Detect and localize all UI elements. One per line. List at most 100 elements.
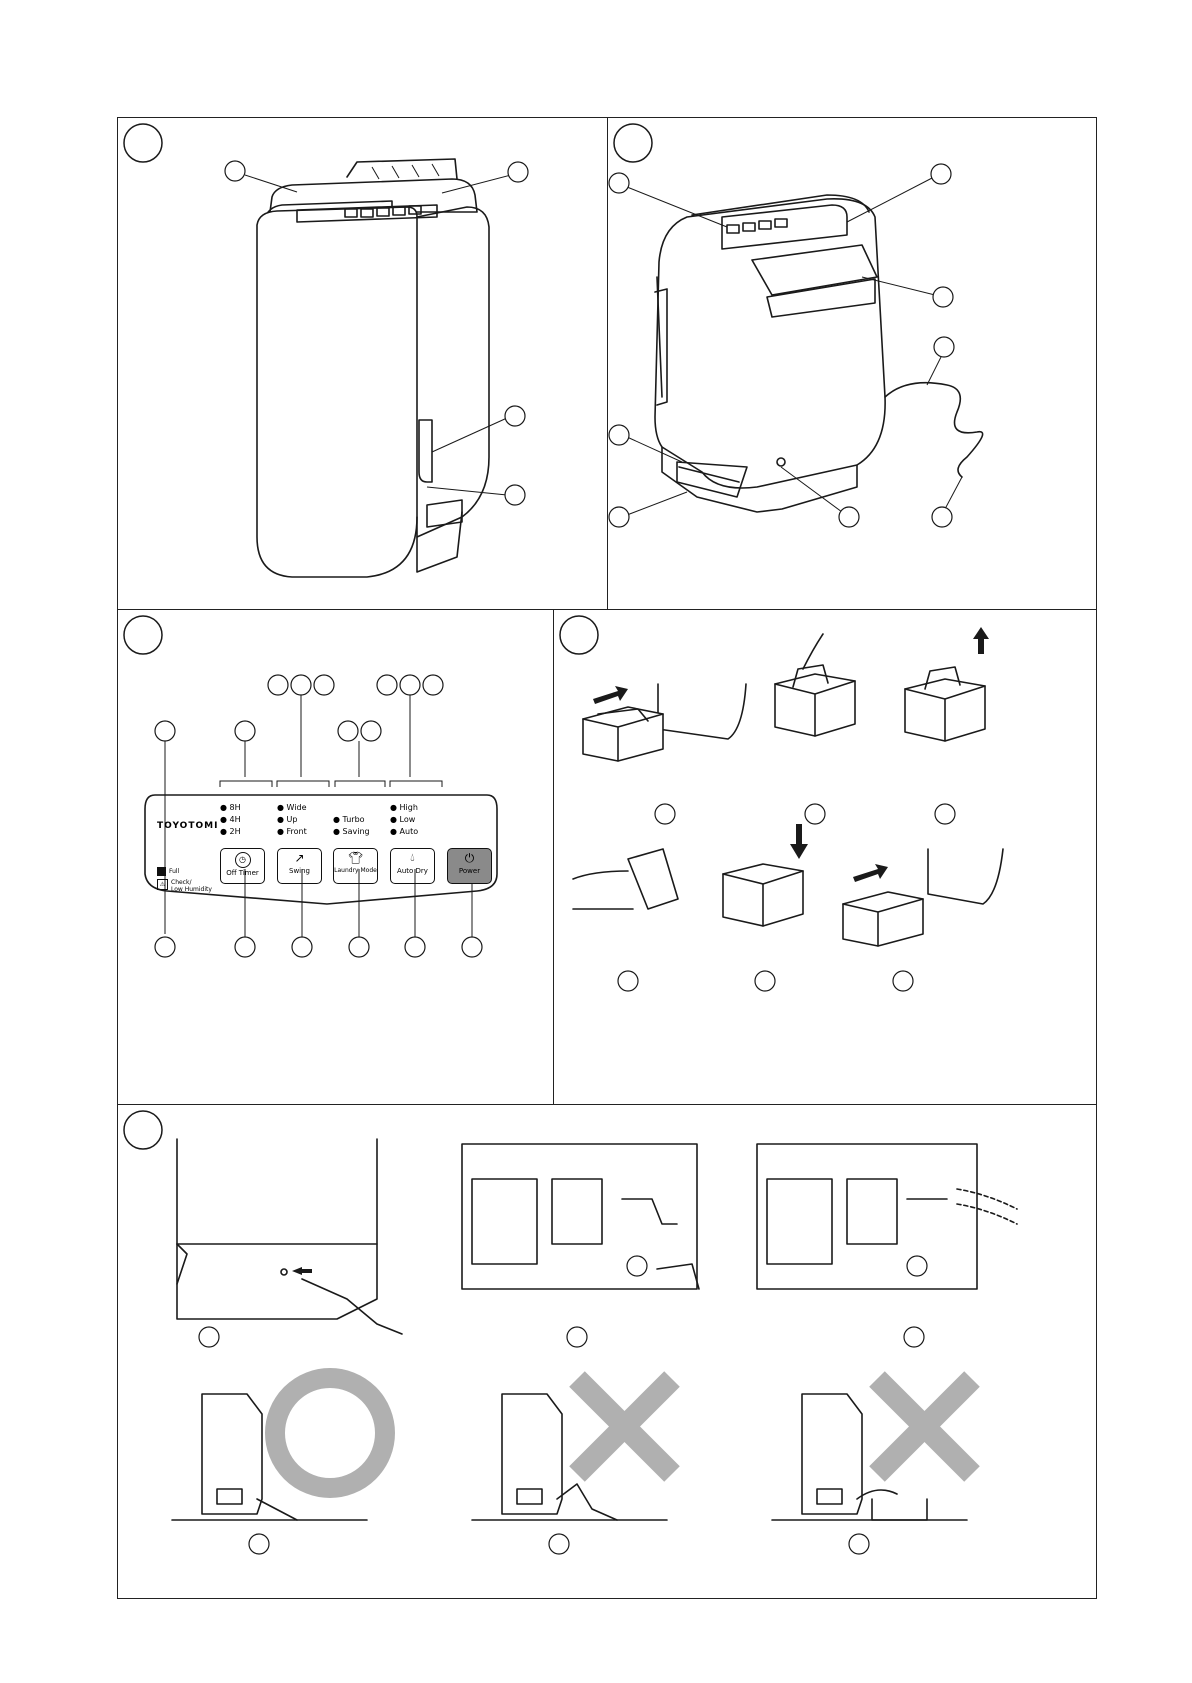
check-label: Check/ bbox=[171, 879, 191, 886]
callout-c-top5 bbox=[400, 675, 420, 695]
dry-high: High bbox=[400, 803, 418, 812]
figure-d-label-circle bbox=[560, 616, 598, 654]
mode-indicators: ● Turbo ● Saving bbox=[333, 814, 370, 838]
tank-step-1 bbox=[583, 684, 746, 824]
control-panel: TOYOTOMI ● 8H ● 4H ● 2H ● Wide ● Up ● Fr… bbox=[145, 795, 497, 905]
figure-c-label-circle bbox=[124, 616, 162, 654]
callout-e2 bbox=[627, 1256, 647, 1276]
callout-c-top3 bbox=[314, 675, 334, 695]
callout-e1 bbox=[199, 1327, 219, 1347]
droplets-icon: 💧︎ bbox=[391, 849, 434, 867]
swing-button[interactable]: ↗ Swing bbox=[277, 848, 322, 884]
swing-up: Up bbox=[287, 815, 298, 824]
callout-e8 bbox=[849, 1534, 869, 1554]
tank-step-3 bbox=[905, 627, 989, 824]
figure-e-drain-steps bbox=[117, 1104, 1097, 1599]
led: ● bbox=[277, 803, 284, 812]
warning-icon: ⚠ bbox=[157, 879, 168, 890]
callout-c-b5 bbox=[405, 937, 425, 957]
tank-step-5 bbox=[723, 824, 808, 991]
callout-d2 bbox=[805, 804, 825, 824]
swing-label: Swing bbox=[278, 867, 321, 875]
led: ● bbox=[333, 827, 340, 836]
timer-2h: 2H bbox=[230, 827, 241, 836]
figure-b-label-circle bbox=[614, 124, 652, 162]
dry-low: Low bbox=[400, 815, 416, 824]
tank-step-6 bbox=[843, 849, 1003, 991]
callout-b1 bbox=[609, 173, 629, 193]
figure-a-label-circle bbox=[124, 124, 162, 162]
callout-c-b2 bbox=[235, 937, 255, 957]
callout-c-top1 bbox=[268, 675, 288, 695]
clock-icon: ◷ bbox=[235, 852, 251, 868]
off-timer-button[interactable]: ◷ Off Timer bbox=[220, 848, 265, 884]
callout-b2 bbox=[931, 164, 951, 184]
callout-c-top6 bbox=[423, 675, 443, 695]
led: ● bbox=[220, 803, 227, 812]
swing-front: Front bbox=[287, 827, 307, 836]
off-timer-label: Off Timer bbox=[221, 869, 264, 877]
power-label: Power bbox=[448, 867, 491, 875]
cross-ng-icon-1 bbox=[577, 1379, 672, 1474]
callout-c-mode1 bbox=[338, 721, 358, 741]
callout-d6 bbox=[893, 971, 913, 991]
power-button[interactable]: ⏻ Power bbox=[447, 848, 492, 884]
led: ● bbox=[390, 815, 397, 824]
check-indicator: ⚠ Check/Low Humidity bbox=[157, 879, 212, 893]
dry-auto: Auto bbox=[400, 827, 419, 836]
callout-b8 bbox=[932, 507, 952, 527]
drain-step-3 bbox=[757, 1144, 1017, 1347]
callout-b6 bbox=[609, 507, 629, 527]
laundry-mode-button[interactable]: 👕︎ Laundry Mode bbox=[333, 848, 378, 884]
callout-b4 bbox=[934, 337, 954, 357]
led: ● bbox=[390, 827, 397, 836]
led: ● bbox=[390, 803, 397, 812]
led: ● bbox=[220, 815, 227, 824]
timer-4h: 4H bbox=[230, 815, 241, 824]
power-icon: ⏻ bbox=[448, 849, 491, 867]
callout-c-b6 bbox=[462, 937, 482, 957]
low-humidity-label: Low Humidity bbox=[171, 886, 212, 893]
callout-b3 bbox=[933, 287, 953, 307]
hose-incorrect-1 bbox=[472, 1379, 672, 1554]
timer-indicators: ● 8H ● 4H ● 2H bbox=[220, 802, 241, 838]
callout-c-b4 bbox=[349, 937, 369, 957]
callout-e6 bbox=[249, 1534, 269, 1554]
callout-e5 bbox=[904, 1327, 924, 1347]
full-label: Full bbox=[169, 868, 179, 875]
callout-e4 bbox=[907, 1256, 927, 1276]
figure-a-front-view bbox=[117, 117, 608, 610]
callout-e7 bbox=[549, 1534, 569, 1554]
callout-c-mode2 bbox=[361, 721, 381, 741]
tank-step-4 bbox=[573, 849, 678, 991]
callout-a3 bbox=[505, 406, 525, 426]
swing-wide: Wide bbox=[287, 803, 307, 812]
tank-step-2 bbox=[775, 634, 855, 824]
shirt-icon: 👕︎ bbox=[334, 849, 377, 867]
led: ● bbox=[333, 815, 340, 824]
callout-c-top2 bbox=[291, 675, 311, 695]
auto-dry-label: Auto Dry bbox=[391, 867, 434, 875]
callout-a2 bbox=[508, 162, 528, 182]
callout-a1 bbox=[225, 161, 245, 181]
callout-c-b1 bbox=[155, 937, 175, 957]
drain-step-2 bbox=[462, 1144, 699, 1347]
callout-a4 bbox=[505, 485, 525, 505]
auto-dry-button[interactable]: 💧︎ Auto Dry bbox=[390, 848, 435, 884]
callout-d5 bbox=[755, 971, 775, 991]
brand-logo: TOYOTOMI bbox=[157, 821, 218, 831]
callout-e3 bbox=[567, 1327, 587, 1347]
callout-d1 bbox=[655, 804, 675, 824]
mode-turbo: Turbo bbox=[343, 815, 365, 824]
led: ● bbox=[277, 815, 284, 824]
circle-ok-icon bbox=[275, 1378, 385, 1488]
laundry-mode-label: Laundry Mode bbox=[334, 867, 377, 874]
callout-b5 bbox=[609, 425, 629, 445]
swing-indicators: ● Wide ● Up ● Front bbox=[277, 802, 307, 838]
callout-d3 bbox=[935, 804, 955, 824]
callout-b7 bbox=[839, 507, 859, 527]
hose-correct bbox=[172, 1378, 385, 1554]
swing-icon: ↗ bbox=[278, 849, 321, 867]
callout-c-b3 bbox=[292, 937, 312, 957]
figure-e-label-circle bbox=[124, 1111, 162, 1149]
